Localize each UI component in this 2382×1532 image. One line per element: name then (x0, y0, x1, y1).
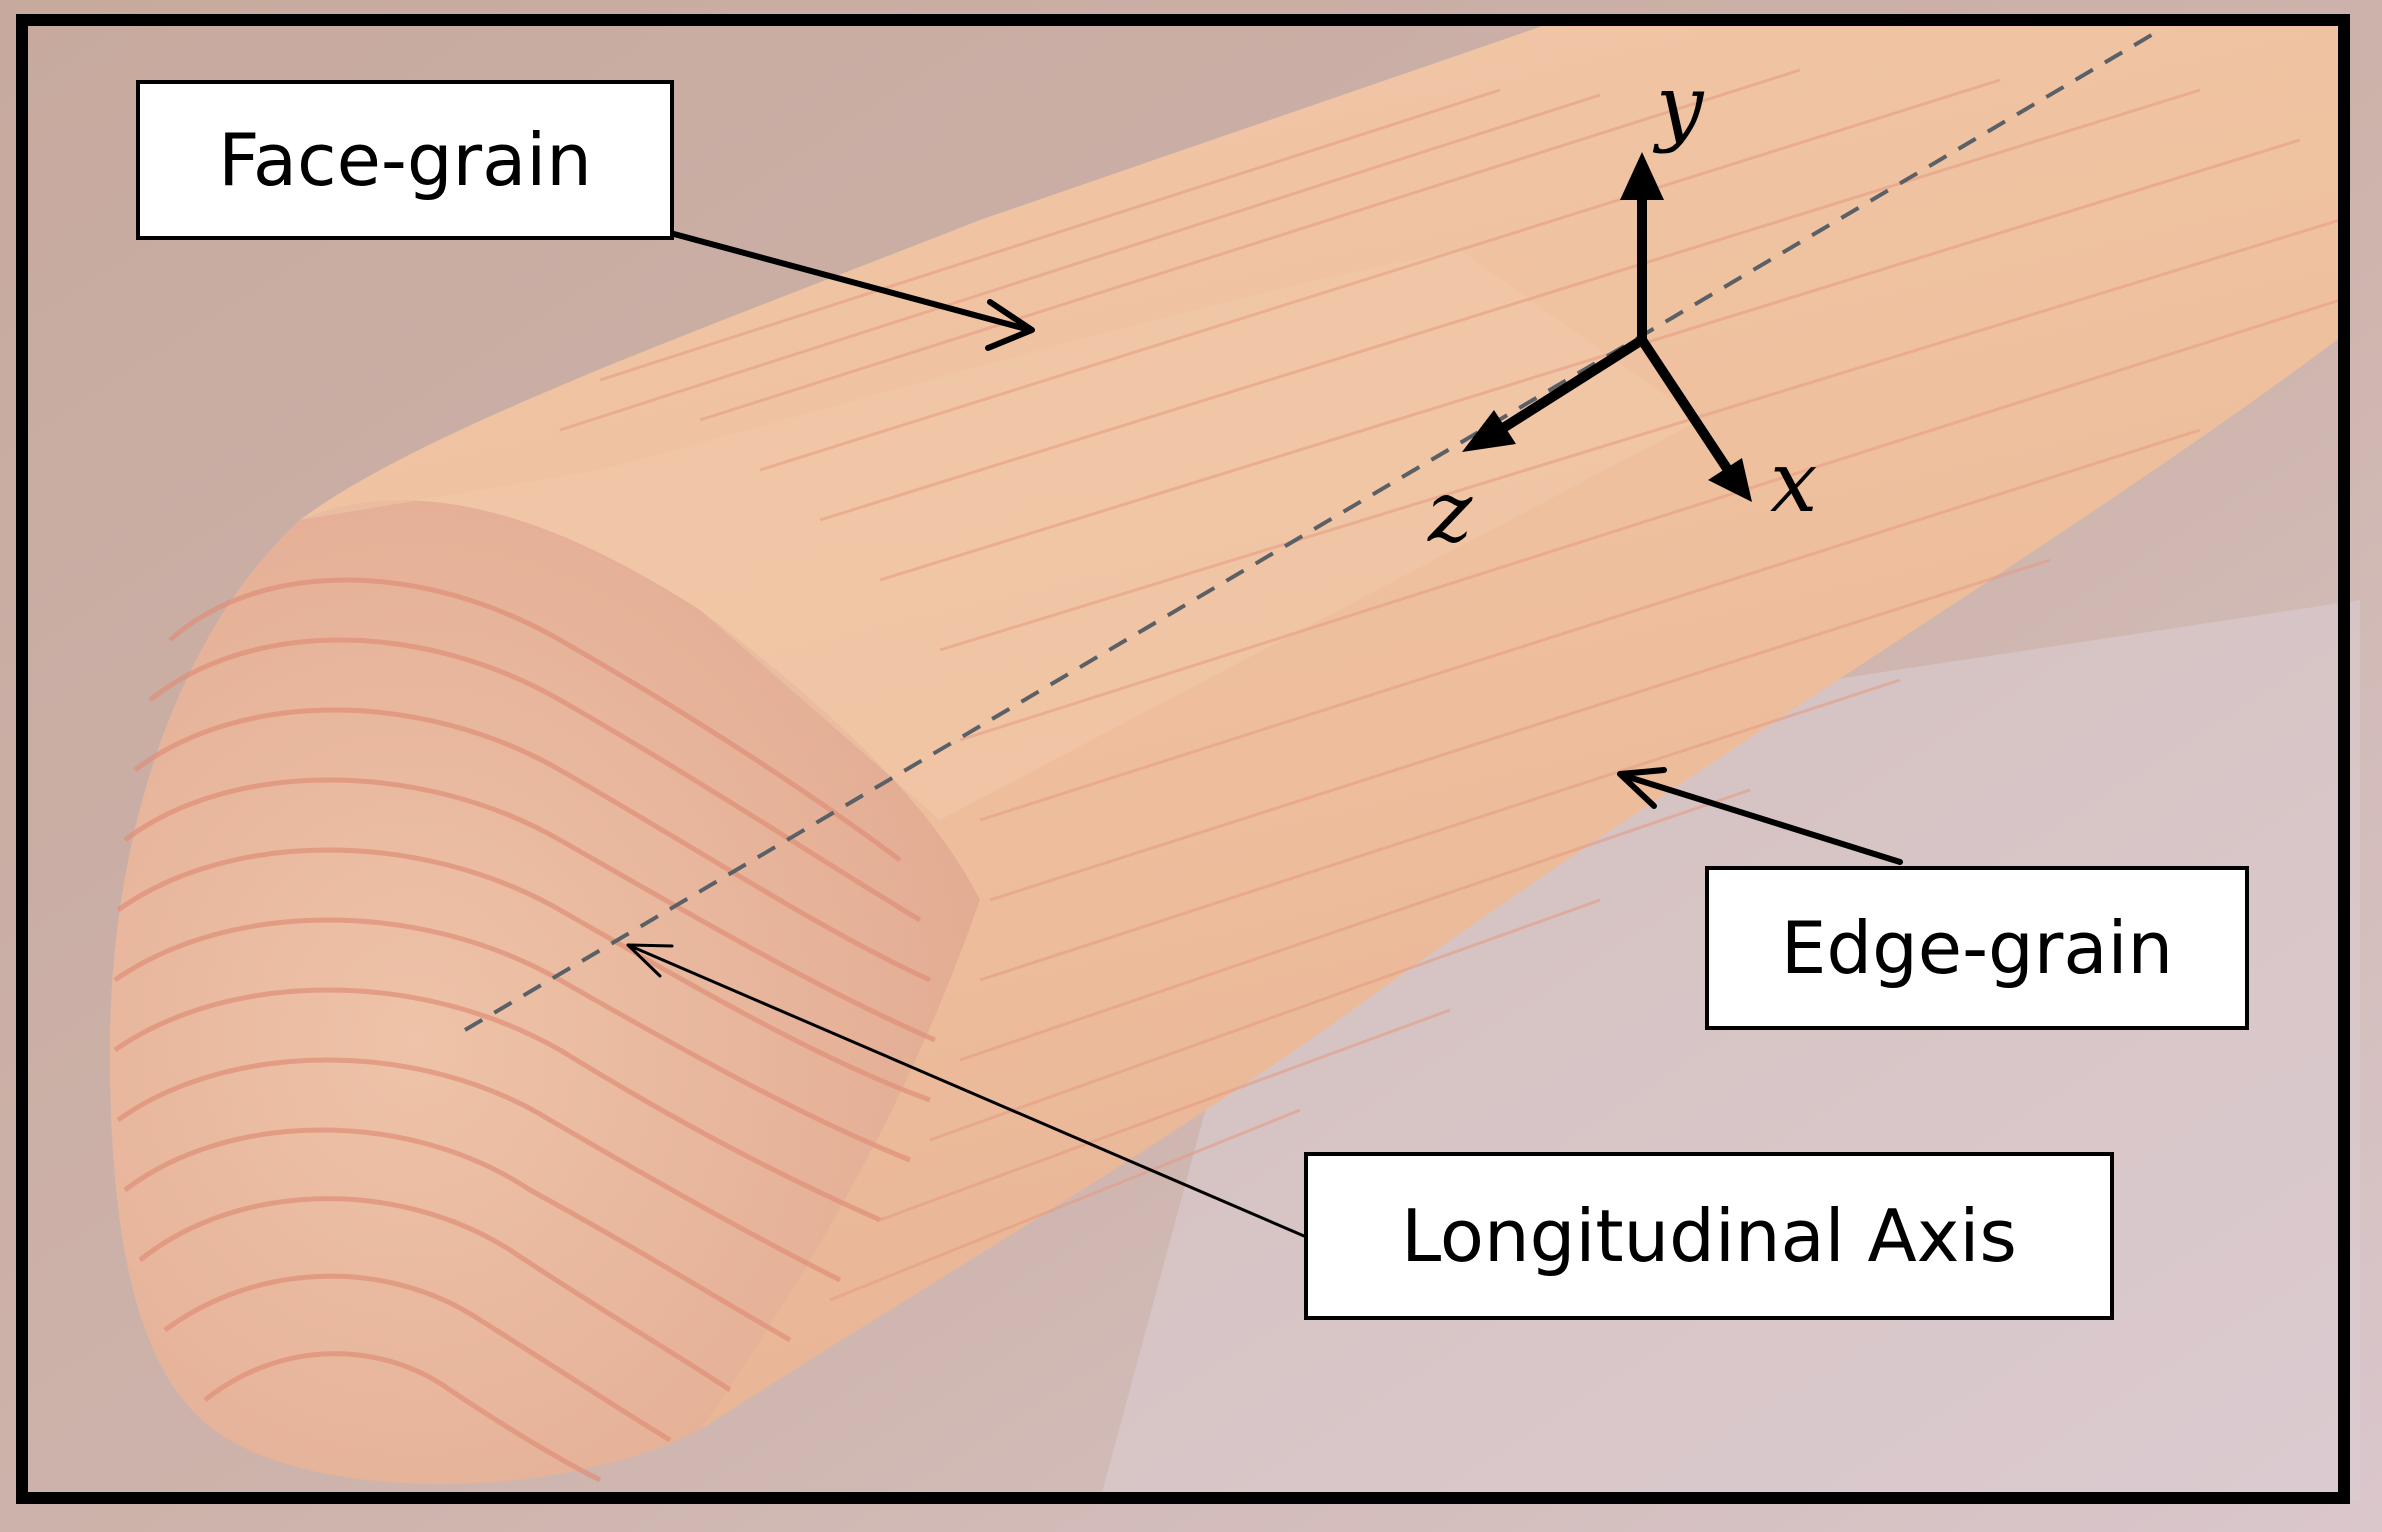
z-axis-arrowhead (1462, 410, 1516, 452)
growth-rings (113, 577, 936, 1483)
bat-facet (300, 250, 1700, 820)
figure-frame (16, 14, 2350, 1504)
y-axis-label: y (1656, 57, 1704, 155)
x-axis-arrowhead (1708, 458, 1752, 502)
z-axis-label: z (1428, 463, 1473, 561)
x-axis-label: x (1770, 433, 1818, 531)
z-axis-line (1495, 335, 1647, 435)
y-axis-arrowhead (1620, 152, 1664, 200)
longitudinal-axis-arrow (626, 943, 1306, 1238)
face-grain-arrowhead (985, 299, 1035, 351)
edge-grain-label: Edge-grain (1705, 866, 2249, 1030)
edge-grain-arrowhead (1617, 767, 1667, 809)
edge-grain-arrow (1619, 772, 1903, 865)
longitudinal-axis-arrowhead (626, 943, 674, 978)
coordinate-axes (1462, 152, 1752, 502)
wood-grain-streaks (559, 68, 2341, 1302)
face-grain-text: Face-grain (218, 118, 592, 202)
face-grain-arrow (671, 231, 1033, 333)
pointer-arrows (626, 231, 1903, 1238)
x-axis-line (1637, 335, 1733, 475)
longitudinal-axis-text: Longitudinal Axis (1401, 1194, 2017, 1278)
edge-grain-text: Edge-grain (1780, 906, 2174, 990)
longitudinal-axis-line (463, 28, 2162, 1032)
face-grain-label: Face-grain (136, 80, 674, 240)
longitudinal-axis-label: Longitudinal Axis (1304, 1152, 2114, 1320)
